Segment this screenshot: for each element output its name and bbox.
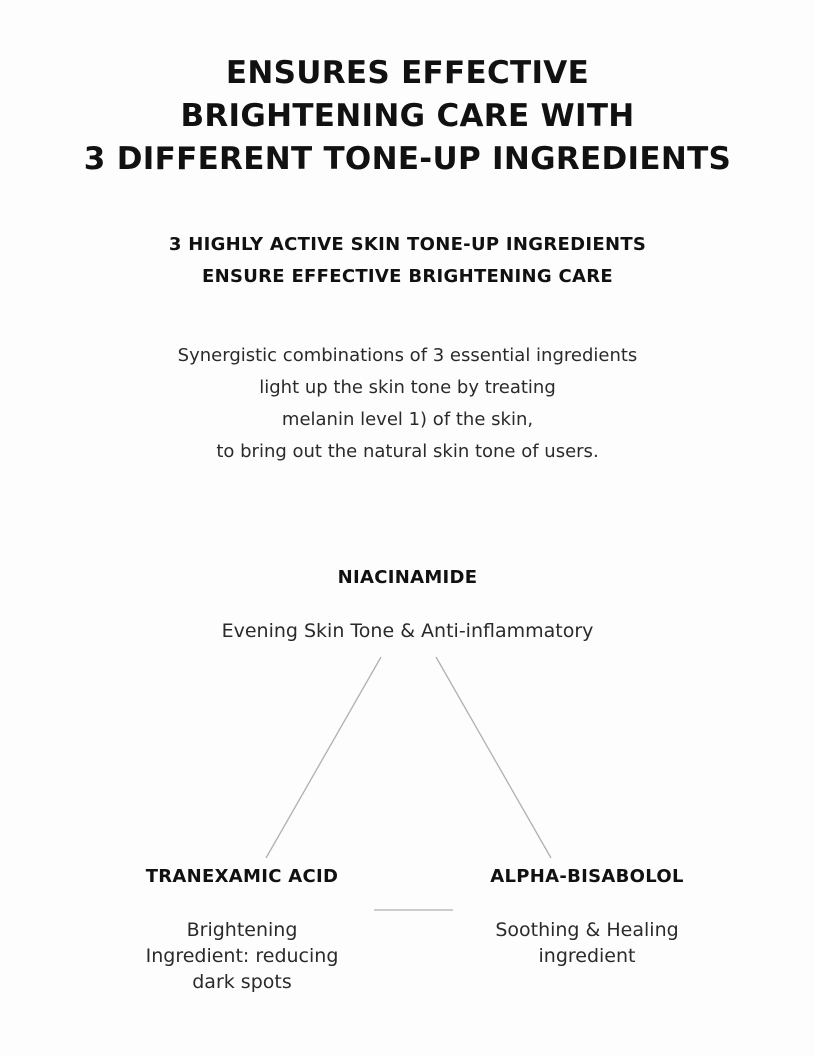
ingredient-tranexamic-acid-description: Brightening Ingredient: reducing dark sp… xyxy=(92,917,392,995)
headline-line-1: ENSURES EFFECTIVE xyxy=(225,55,590,91)
tranexamic-desc-line-3: dark spots xyxy=(192,971,292,993)
headline-line-3: 3 DIFFERENT TONE-UP INGREDIENTS xyxy=(83,141,732,177)
description-line-2: light up the skin tone by treating xyxy=(259,377,556,398)
description-line-1: Synergistic combinations of 3 essential … xyxy=(177,345,638,366)
tranexamic-desc-line-1: Brightening xyxy=(186,919,298,941)
headline-line-2: BRIGHTENING CARE WITH xyxy=(180,98,635,134)
bisabolol-desc-line-2: ingredient xyxy=(538,945,636,967)
description-line-3: melanin level 1) of the skin, xyxy=(281,409,534,430)
description-line-4: to bring out the natural skin tone of us… xyxy=(216,441,599,462)
connector-line-left xyxy=(265,656,382,859)
subheading: 3 HIGHLY ACTIVE SKIN TONE-UP INGREDIENTS… xyxy=(0,229,815,293)
niacinamide-desc-line-1: Evening Skin Tone & Anti-inflammatory xyxy=(221,620,594,642)
ingredient-tranexamic-acid-name: TRANEXAMIC ACID xyxy=(145,866,339,887)
subheading-line-2: ENSURE EFFECTIVE BRIGHTENING CARE xyxy=(202,266,613,287)
subheading-line-1: 3 HIGHLY ACTIVE SKIN TONE-UP INGREDIENTS xyxy=(168,234,647,255)
ingredient-niacinamide-name: NIACINAMIDE xyxy=(337,567,478,588)
tranexamic-desc-line-2: Ingredient: reducing xyxy=(145,945,339,967)
ingredient-alpha-bisabolol-description: Soothing & Healing ingredient xyxy=(437,917,737,969)
ingredient-niacinamide-description: Evening Skin Tone & Anti-inflammatory xyxy=(0,618,815,644)
headline: ENSURES EFFECTIVE BRIGHTENING CARE WITH … xyxy=(0,52,815,181)
ingredient-alpha-bisabolol-name: ALPHA-BISABOLOL xyxy=(490,866,684,887)
description-paragraph: Synergistic combinations of 3 essential … xyxy=(0,340,815,468)
connector-line-right xyxy=(435,656,552,859)
bisabolol-desc-line-1: Soothing & Healing xyxy=(495,919,679,941)
